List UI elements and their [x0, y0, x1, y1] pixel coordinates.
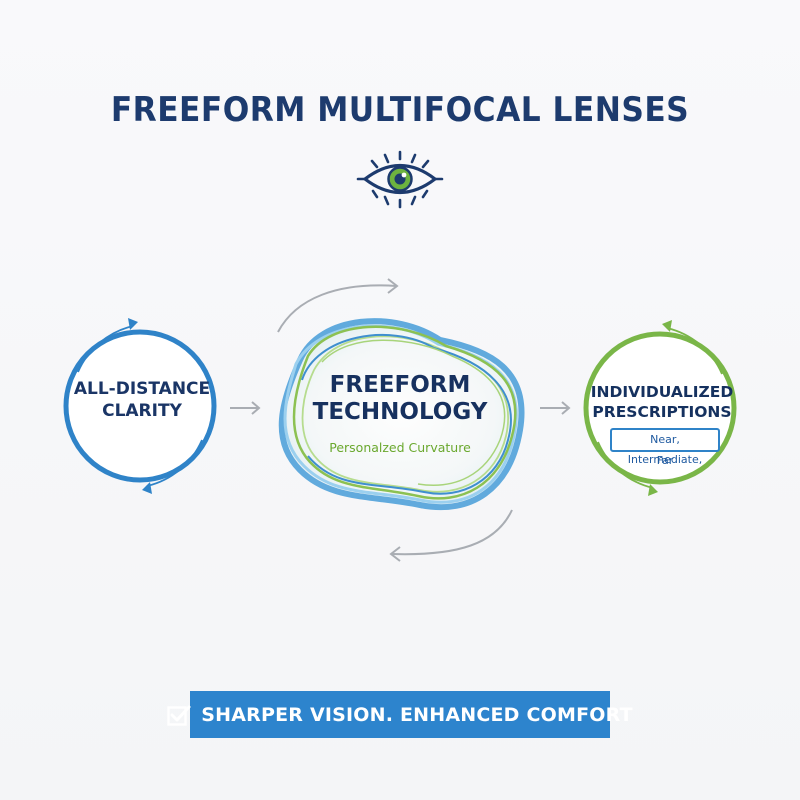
individualized-prescriptions-label: INDIVIDUALIZED PRESCRIPTIONS: [582, 382, 742, 422]
arrow-left-to-center: [230, 401, 261, 415]
personalized-curvature-subtitle: Personalzed Curvature: [329, 440, 471, 455]
distance-range-box: Near, Intermediate,: [610, 428, 720, 466]
checkbox-check-icon: [167, 704, 191, 726]
right-node-line1: INDIVIDUALIZED: [590, 383, 734, 401]
center-node-line1: FREEFORM: [329, 372, 471, 398]
center-node-line2: TECHNOLOGY: [312, 399, 488, 425]
all-distance-clarity-label: ALL-DISTANCE CLARITY: [62, 378, 222, 422]
cycle-arrow-bottom: [389, 509, 513, 562]
distance-range-far: Far: [656, 454, 674, 467]
banner-text: SHARPER VISION. ENHANCED COMFORT: [201, 703, 633, 726]
benefit-banner: SHARPER VISION. ENHANCED COMFORT: [167, 691, 633, 738]
left-node-line1: ALL-DISTANCE: [73, 379, 211, 399]
arrow-center-to-right: [540, 401, 571, 415]
eye-icon: [356, 150, 444, 209]
left-node-line2: CLARITY: [102, 401, 182, 421]
all-distance-clarity-node: [63, 318, 217, 494]
freeform-technology-node: [278, 318, 525, 511]
right-node-line2: PRESCRIPTIONS: [592, 403, 732, 421]
freeform-technology-label: FREEFORM TECHNOLOGY: [300, 372, 500, 426]
cycle-arrow-top: [277, 278, 399, 333]
page-title: FREEFORM MULTIFOCAL LENSES: [110, 90, 690, 130]
